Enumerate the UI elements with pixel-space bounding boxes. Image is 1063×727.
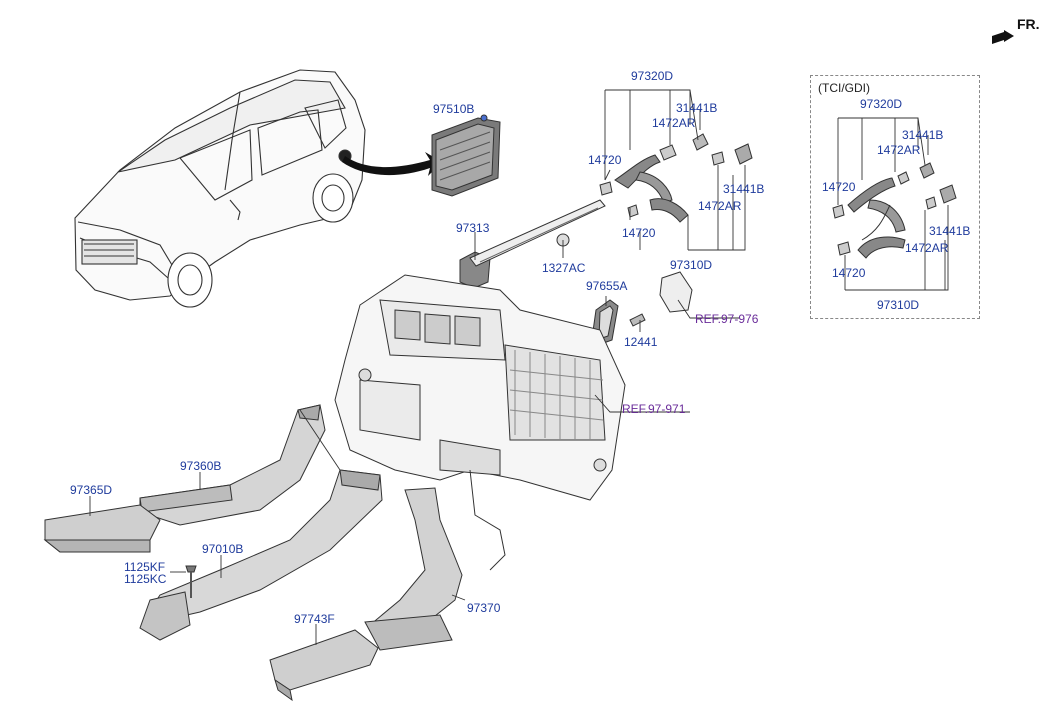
label-97510b[interactable]: 97510B: [433, 102, 475, 116]
label-97360b[interactable]: 97360B: [180, 459, 222, 473]
part-97655a: [591, 271, 693, 346]
tci-gdi-variant-box: [810, 75, 980, 319]
variant-label-1472ar-a[interactable]: 1472AR: [877, 143, 921, 157]
label-1472ar-b[interactable]: 1472AR: [698, 199, 742, 213]
label-31441b-b[interactable]: 31441B: [723, 182, 765, 196]
hvac-module: [334, 274, 626, 571]
label-97743f[interactable]: 97743F: [294, 612, 335, 626]
label-1327ac[interactable]: 1327AC: [542, 261, 586, 275]
label-97365d[interactable]: 97365D: [70, 483, 113, 497]
variant-title: (TCI/GDI): [818, 81, 870, 95]
location-arrow: [342, 152, 442, 176]
variant-label-97320d[interactable]: 97320D: [860, 97, 903, 111]
reference-97-976-link[interactable]: REF.97-976: [695, 312, 759, 326]
variant-label-1472ar-b[interactable]: 1472AR: [905, 241, 949, 255]
variant-leader-lines: [837, 117, 949, 291]
duct-97360b: [139, 404, 326, 526]
hose-leader-lines: [604, 89, 746, 251]
label-97313[interactable]: 97313: [456, 221, 490, 235]
part-97510b: [431, 114, 501, 197]
variant-label-14720-a[interactable]: 14720: [822, 180, 856, 194]
label-31441b-a[interactable]: 31441B: [676, 101, 718, 115]
label-97010b[interactable]: 97010B: [202, 542, 244, 556]
label-14720-a[interactable]: 14720: [588, 153, 622, 167]
duct-leader-lines: [89, 409, 466, 645]
front-direction-label: FR.: [1017, 16, 1040, 32]
variant-label-31441b-b[interactable]: 31441B: [929, 224, 971, 238]
variant-hoses: [832, 162, 957, 259]
label-1472ar-a[interactable]: 1472AR: [652, 116, 696, 130]
label-97320d[interactable]: 97320D: [631, 69, 674, 83]
part-97313: [459, 199, 606, 289]
vehicle-illustration: [74, 69, 366, 308]
label-97310d[interactable]: 97310D: [670, 258, 713, 272]
duct-97010b: [139, 469, 383, 641]
bolt-1125kf: [185, 565, 197, 598]
duct-97743f: [269, 629, 379, 702]
label-97655a[interactable]: 97655A: [586, 279, 628, 293]
duct-97365d: [43, 504, 161, 553]
duct-97370: [364, 487, 463, 651]
heater-hoses: [599, 133, 753, 223]
variant-label-97310d[interactable]: 97310D: [877, 298, 920, 312]
label-97370[interactable]: 97370: [467, 601, 501, 615]
front-arrow-icon: [992, 30, 1014, 44]
reference-97-971-link[interactable]: REF.97-971: [622, 402, 686, 416]
label-12441[interactable]: 12441: [624, 335, 658, 349]
label-1125kc[interactable]: 1125KC: [124, 572, 167, 586]
variant-label-31441b-a[interactable]: 31441B: [902, 128, 944, 142]
label-1125kf[interactable]: 1125KF: [124, 560, 166, 574]
variant-label-14720-b[interactable]: 14720: [832, 266, 866, 280]
label-14720-b[interactable]: 14720: [622, 226, 656, 240]
